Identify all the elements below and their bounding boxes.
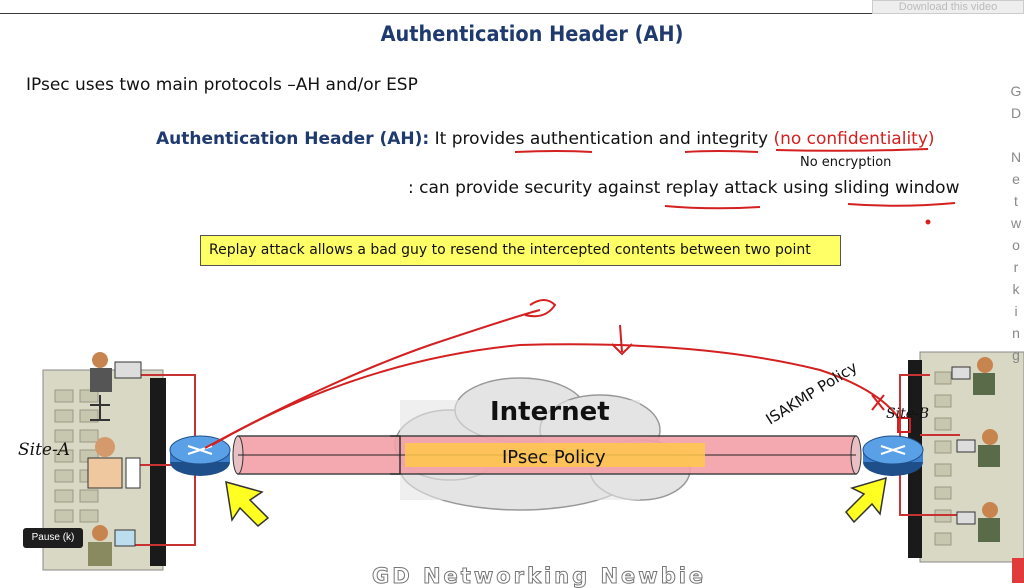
user-icon	[956, 502, 1000, 542]
download-video-button[interactable]: Download this video	[872, 0, 1024, 14]
right-strip-char: g	[1012, 347, 1020, 363]
right-strip-char: k	[1012, 281, 1020, 297]
right-strip-char: o	[1012, 237, 1020, 253]
pause-button[interactable]: Pause (k)	[23, 528, 83, 548]
slide-line-protocols: IPsec uses two main protocols –AH and/or…	[26, 75, 418, 95]
replay-path-annotation	[204, 299, 911, 449]
slide-line-replay: : can provide security against replay at…	[408, 178, 960, 198]
right-strip-char: N	[1010, 149, 1022, 165]
ah-description: It provides authentication and integrity	[429, 129, 774, 149]
user-icon	[956, 429, 1000, 467]
site-b-server-rack	[908, 351, 1024, 563]
right-strip-char: D	[1010, 105, 1022, 121]
right-strip-char: i	[1014, 303, 1018, 319]
replay-attack-callout: Replay attack allows a bad guy to resend…	[200, 235, 841, 266]
right-strip-char: r	[1013, 259, 1019, 275]
corner-badge	[1012, 558, 1024, 583]
user-icon	[87, 437, 141, 489]
right-strip-char: n	[1012, 325, 1020, 341]
right-strip-char: t	[1014, 193, 1018, 209]
arrow-icon	[225, 476, 887, 528]
ipsec-tunnel	[232, 435, 862, 475]
site-a-router-icon	[169, 435, 231, 476]
no-confidentiality-note: (no confidentiality)	[773, 129, 935, 149]
user-icon	[951, 357, 995, 395]
ah-label: Authentication Header (AH):	[156, 129, 430, 149]
ipsec-policy-label: IPsec Policy	[502, 447, 606, 468]
slide-line-ah-definition: Authentication Header (AH): It provides …	[156, 129, 935, 149]
user-icon	[88, 525, 136, 566]
user-icon	[90, 352, 142, 421]
internet-label: Internet	[490, 397, 610, 427]
lan-wiring	[130, 374, 960, 546]
site-b-router-icon	[862, 435, 924, 476]
top-rule	[0, 13, 1024, 14]
site-a-label: Site-A	[18, 440, 70, 460]
channel-watermark: GD Networking Newbie	[371, 564, 707, 588]
right-strip-char: G	[1010, 83, 1022, 99]
right-strip-char: w	[1010, 215, 1022, 231]
right-strip-char	[1008, 124, 1024, 146]
annotation-underlines	[514, 148, 956, 225]
right-strip-char: e	[1012, 171, 1020, 187]
site-b-label: Site-B	[886, 406, 929, 422]
slide-title: Authentication Header (AH)	[380, 22, 684, 46]
no-encryption-note: No encryption	[800, 155, 892, 170]
